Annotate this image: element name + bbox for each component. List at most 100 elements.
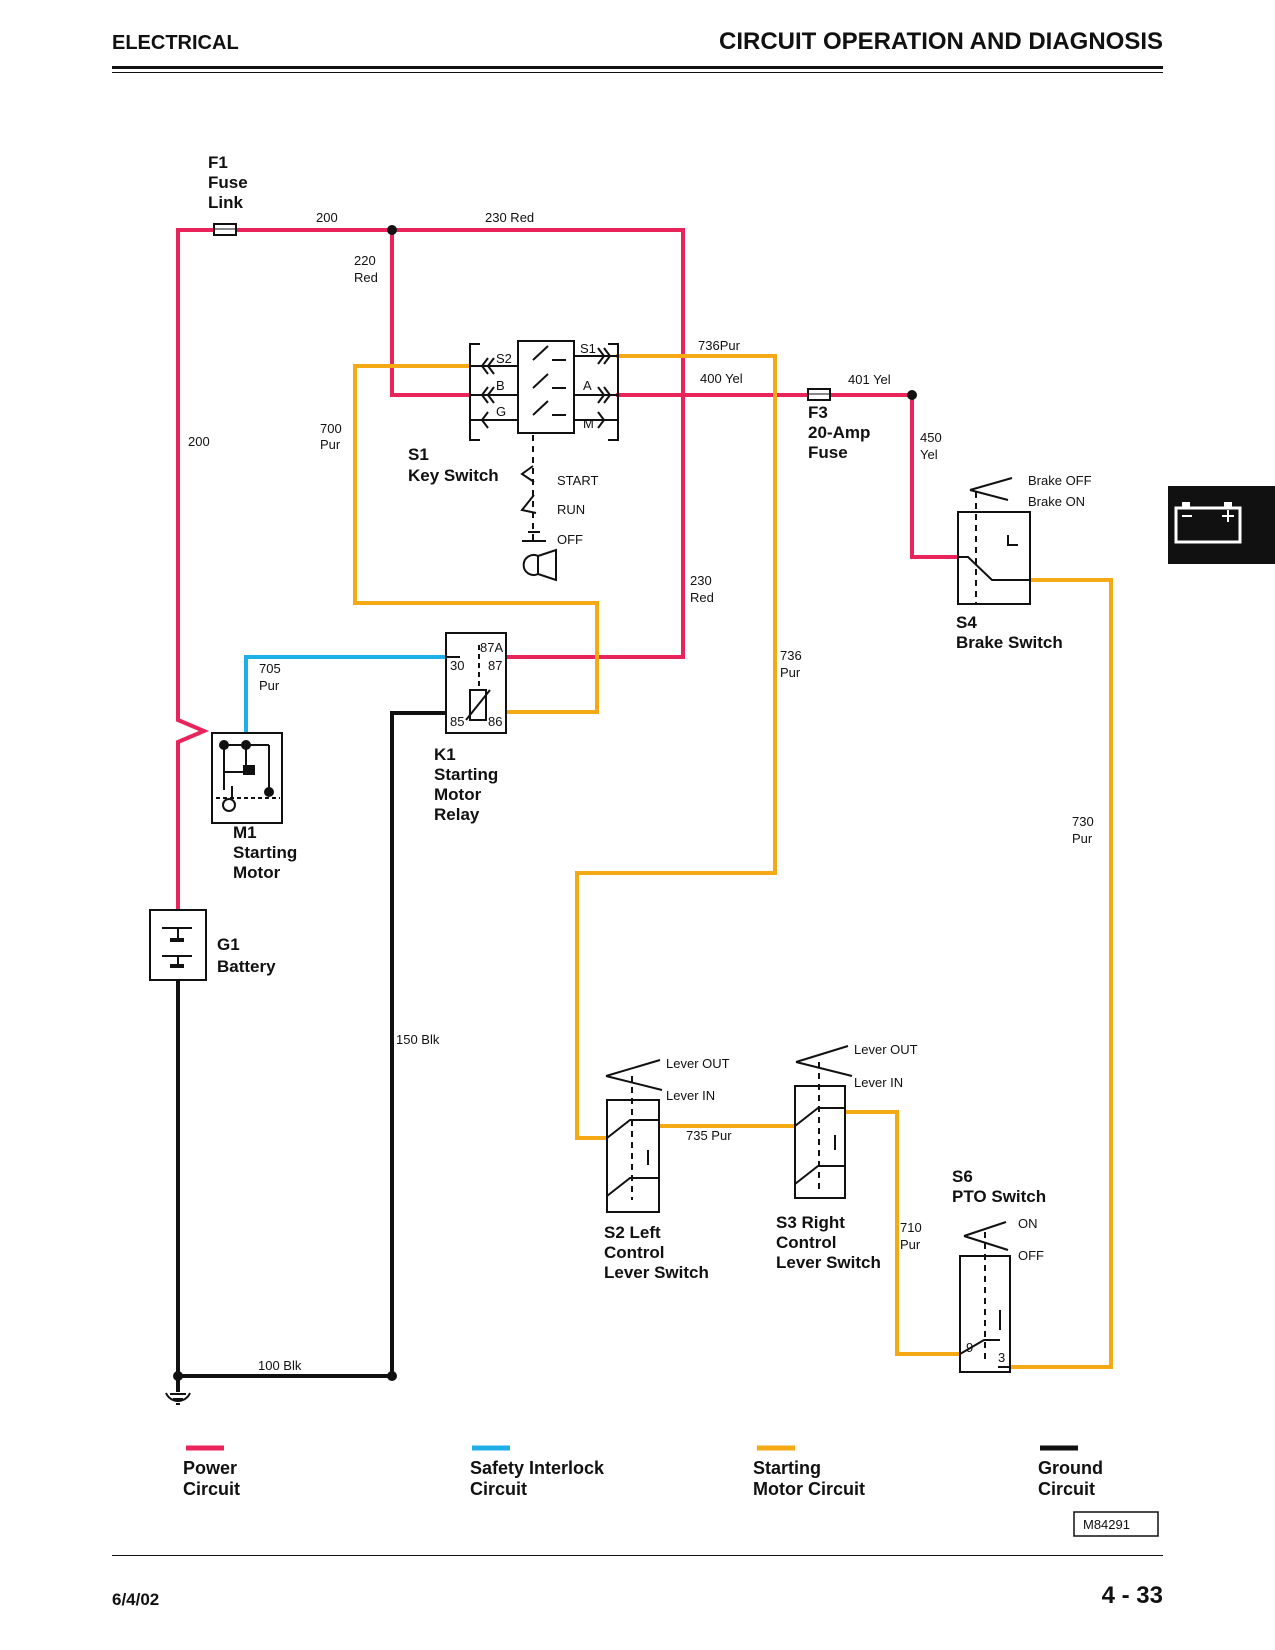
svg-text:Starting: Starting	[434, 765, 498, 784]
svg-text:Motor: Motor	[233, 863, 281, 882]
s2-label: S2 Left	[604, 1223, 661, 1242]
svg-text:PTO Switch: PTO Switch	[952, 1187, 1046, 1206]
junction-dot	[387, 225, 397, 235]
wire-220	[390, 230, 470, 397]
s6-label: S6	[952, 1167, 973, 1186]
svg-text:710: 710	[900, 1220, 922, 1235]
footer-date: 6/4/02	[112, 1590, 160, 1609]
junction-dot	[173, 1371, 183, 1381]
svg-text:Yel: Yel	[920, 447, 938, 462]
svg-text:Motor Circuit: Motor Circuit	[753, 1479, 865, 1499]
s4-label: S4	[956, 613, 977, 632]
svg-text:85: 85	[450, 714, 464, 729]
svg-text:200: 200	[188, 434, 210, 449]
svg-text:Red: Red	[354, 270, 378, 285]
starting-motor-relay-k1	[445, 632, 507, 734]
wire-705	[244, 655, 446, 733]
svg-text:Pur: Pur	[259, 678, 280, 693]
svg-text:OFF: OFF	[1018, 1248, 1044, 1263]
header-section-title: ELECTRICAL	[112, 32, 239, 54]
starting-motor-circuit-wires	[353, 354, 1113, 1369]
svg-text:Lever OUT: Lever OUT	[854, 1042, 918, 1057]
svg-text:G: G	[496, 404, 506, 419]
svg-text:Pur: Pur	[1072, 831, 1093, 846]
svg-text:Circuit: Circuit	[470, 1479, 527, 1499]
footer-page-number: 4 - 33	[1101, 1582, 1163, 1609]
svg-text:START: START	[557, 473, 598, 488]
pto-switch-s6	[959, 1221, 1011, 1373]
header-page-title: CIRCUIT OPERATION AND DIAGNOSIS	[718, 28, 1163, 55]
svg-text:Ground: Ground	[1038, 1458, 1103, 1478]
svg-text:735 Pur: 735 Pur	[686, 1128, 732, 1143]
svg-text:700: 700	[320, 421, 342, 436]
svg-text:200: 200	[316, 210, 338, 225]
svg-text:Lever Switch: Lever Switch	[776, 1253, 881, 1272]
svg-text:Safety Interlock: Safety Interlock	[470, 1458, 605, 1478]
svg-text:3: 3	[998, 1350, 1005, 1365]
svg-text:S2: S2	[496, 351, 512, 366]
svg-text:Fuse: Fuse	[808, 443, 848, 462]
svg-text:Control: Control	[776, 1233, 836, 1252]
svg-text:Starting: Starting	[753, 1458, 821, 1478]
svg-text:B: B	[496, 378, 505, 393]
svg-text:Circuit: Circuit	[183, 1479, 240, 1499]
svg-text:Lever Switch: Lever Switch	[604, 1263, 709, 1282]
k1-label: K1	[434, 745, 456, 764]
svg-text:400 Yel: 400 Yel	[700, 371, 743, 386]
svg-text:Lever IN: Lever IN	[666, 1088, 715, 1103]
svg-text:Lever IN: Lever IN	[854, 1075, 903, 1090]
brake-switch-s4	[957, 477, 1031, 605]
junction-dot	[907, 390, 917, 400]
starting-motor-m1	[211, 732, 283, 824]
svg-text:F1: F1	[208, 153, 228, 172]
header-rule-thick	[112, 66, 1163, 69]
svg-text:Power: Power	[183, 1458, 237, 1478]
svg-text:Fuse: Fuse	[208, 173, 248, 192]
wire-230	[392, 228, 685, 659]
svg-text:Link: Link	[208, 193, 243, 212]
svg-text:Brake OFF: Brake OFF	[1028, 473, 1092, 488]
svg-text:87A: 87A	[480, 640, 503, 655]
svg-text:705: 705	[259, 661, 281, 676]
svg-text:RUN: RUN	[557, 502, 585, 517]
svg-text:Pur: Pur	[900, 1237, 921, 1252]
key-switch-s1	[469, 340, 619, 582]
ground-icon	[165, 1392, 191, 1405]
svg-text:Battery: Battery	[217, 957, 276, 976]
wire-736	[575, 354, 777, 1140]
svg-text:736Pur: 736Pur	[698, 338, 741, 353]
svg-text:220: 220	[354, 253, 376, 268]
wire-150	[390, 711, 446, 1376]
svg-text:M: M	[583, 416, 594, 431]
f3-label: F3	[808, 403, 828, 422]
m1-label: M1	[233, 823, 257, 842]
svg-text:Lever OUT: Lever OUT	[666, 1056, 730, 1071]
wire-710	[845, 1110, 960, 1356]
svg-text:Pur: Pur	[320, 437, 341, 452]
svg-text:Brake Switch: Brake Switch	[956, 633, 1063, 652]
wire-200	[176, 228, 214, 910]
svg-text:Key Switch: Key Switch	[408, 466, 499, 485]
svg-text:Red: Red	[690, 590, 714, 605]
svg-text:401 Yel: 401 Yel	[848, 372, 891, 387]
svg-text:230: 230	[690, 573, 712, 588]
left-lever-switch-s2	[605, 1059, 663, 1213]
figure-id: M84291	[1083, 1517, 1130, 1532]
svg-text:30: 30	[450, 658, 464, 673]
svg-text:Pur: Pur	[780, 665, 801, 680]
svg-text:86: 86	[488, 714, 502, 729]
wire-730	[1010, 578, 1113, 1369]
header-rule-thin	[112, 72, 1163, 73]
svg-text:450: 450	[920, 430, 942, 445]
wire-450	[910, 395, 958, 559]
svg-text:S1: S1	[580, 341, 596, 356]
s3-label: S3 Right	[776, 1213, 845, 1232]
svg-text:Starting: Starting	[233, 843, 297, 862]
svg-text:OFF: OFF	[557, 532, 583, 547]
footer-rule	[112, 1555, 1163, 1556]
svg-text:230 Red: 230 Red	[485, 210, 534, 225]
svg-text:Control: Control	[604, 1243, 664, 1262]
right-lever-switch-s3	[794, 1045, 853, 1199]
svg-text:ON: ON	[1018, 1216, 1038, 1231]
